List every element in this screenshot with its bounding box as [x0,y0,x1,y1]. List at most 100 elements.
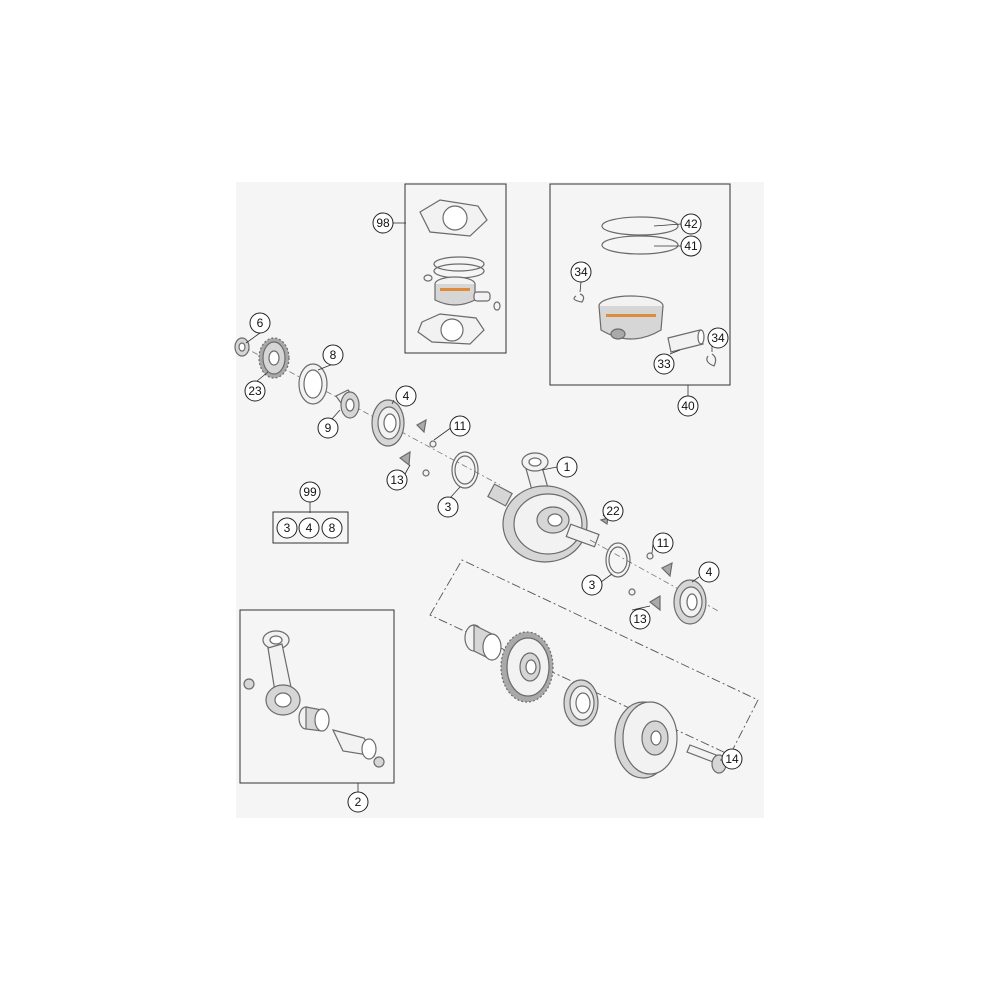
piston-33 [598,295,664,340]
svg-text:33: 33 [657,357,671,371]
svg-text:22: 22 [606,504,620,518]
left-shaft-group [234,337,501,489]
svg-text:23: 23 [248,384,262,398]
starter-gear [500,631,554,703]
oil-seal-3-right [605,542,631,578]
svg-text:6: 6 [257,316,264,330]
svg-text:34: 34 [711,331,725,345]
piston-ring-42 [601,216,679,236]
callout-11-right[interactable]: 11 [652,532,674,554]
callout-98[interactable]: 98 [372,212,394,234]
svg-text:8: 8 [329,521,336,535]
kit-piston [434,276,476,306]
spacer-9 [335,389,360,419]
kit-98-frame [404,183,507,354]
svg-text:41: 41 [684,239,698,253]
kit-piston-pin [473,291,491,302]
svg-text:3: 3 [589,578,596,592]
oil-seal-3-left [451,451,479,489]
svg-text:42: 42 [684,217,698,231]
kit-piston-ring-upper [433,256,485,272]
svg-text:8: 8 [330,348,337,362]
crankshaft-1 [487,452,600,563]
callout-14[interactable]: 14 [721,748,743,770]
callout-9[interactable]: 9 [317,417,339,439]
svg-text:34: 34 [574,265,588,279]
callout-42[interactable]: 42 [680,213,702,235]
svg-text:13: 13 [633,612,647,626]
key-13-left [398,450,411,467]
conrod-washer [243,678,255,690]
conrod-needle-bearing [298,706,330,732]
callout-99[interactable]: 99 [299,481,321,503]
svg-text:40: 40 [681,399,695,413]
callout-99-item-8[interactable]: 8 [321,517,343,539]
circlip-left [573,293,585,303]
callout-6[interactable]: 6 [249,312,271,334]
svg-text:3: 3 [284,521,291,535]
freewheel [563,679,599,727]
screw-11-left [429,440,437,448]
screw-13-left [422,469,430,477]
svg-text:3: 3 [445,500,452,514]
needle-bearing [464,624,502,661]
callout-2[interactable]: 2 [347,791,369,813]
conrod-kit-group [239,609,395,784]
svg-text:4: 4 [706,565,713,579]
svg-text:9: 9 [325,421,332,435]
svg-text:11: 11 [657,536,670,550]
bearing-4-right [673,579,707,625]
piston-assembly-group [549,183,731,386]
gear-23 [258,337,290,379]
kit-clip-right [493,301,501,311]
cylinder-base-gasket-top [419,199,488,237]
nut-6 [234,337,250,357]
piston-pin-33 [667,329,705,353]
crank-pin-washer [373,756,385,768]
kit-99-frame [272,511,349,544]
key-11-left [416,418,427,434]
callout-11-left[interactable]: 11 [449,415,471,437]
shim-ring-8 [298,363,328,405]
callout-13-left[interactable]: 13 [386,469,408,491]
callout-3-right[interactable]: 3 [581,574,603,596]
circlip-right [706,353,717,367]
callout-1[interactable]: 1 [556,456,578,478]
svg-text:4: 4 [306,521,313,535]
callout-8[interactable]: 8 [322,344,344,366]
svg-text:14: 14 [725,752,739,766]
callout-23[interactable]: 23 [244,380,266,402]
callout-22[interactable]: 22 [602,500,624,522]
key-22 [599,517,609,526]
kit-clip-left [423,274,433,282]
piston-ring-41 [601,235,679,255]
svg-text:2: 2 [355,795,362,809]
right-shaft-group [589,539,721,625]
callout-4-right[interactable]: 4 [698,561,720,583]
conrod-2 [262,630,301,716]
svg-text:98: 98 [376,216,390,230]
callout-99-item-3[interactable]: 3 [276,517,298,539]
cylinder-head-gasket [417,313,485,345]
svg-text:1: 1 [564,460,571,474]
callout-4-left[interactable]: 4 [395,385,417,407]
callout-34-left[interactable]: 34 [570,261,592,283]
bearing-4-left [371,399,405,447]
callout-34-right[interactable]: 34 [707,327,729,349]
callout-41[interactable]: 41 [680,235,702,257]
screw-11-right [646,552,654,560]
key-13-right [648,594,661,612]
key-11-right [660,561,673,578]
callout-33[interactable]: 33 [653,353,675,375]
piston-assembly-frame [549,183,731,386]
callout-3-left[interactable]: 3 [437,496,459,518]
screw-13-right [628,588,636,596]
callout-99-item-4[interactable]: 4 [298,517,320,539]
svg-text:99: 99 [303,485,317,499]
conrod-kit-frame [239,609,395,784]
callout-40[interactable]: 40 [677,395,699,417]
svg-text:13: 13 [390,473,404,487]
callout-13-right[interactable]: 13 [629,608,651,630]
kit-98-group [404,183,507,354]
